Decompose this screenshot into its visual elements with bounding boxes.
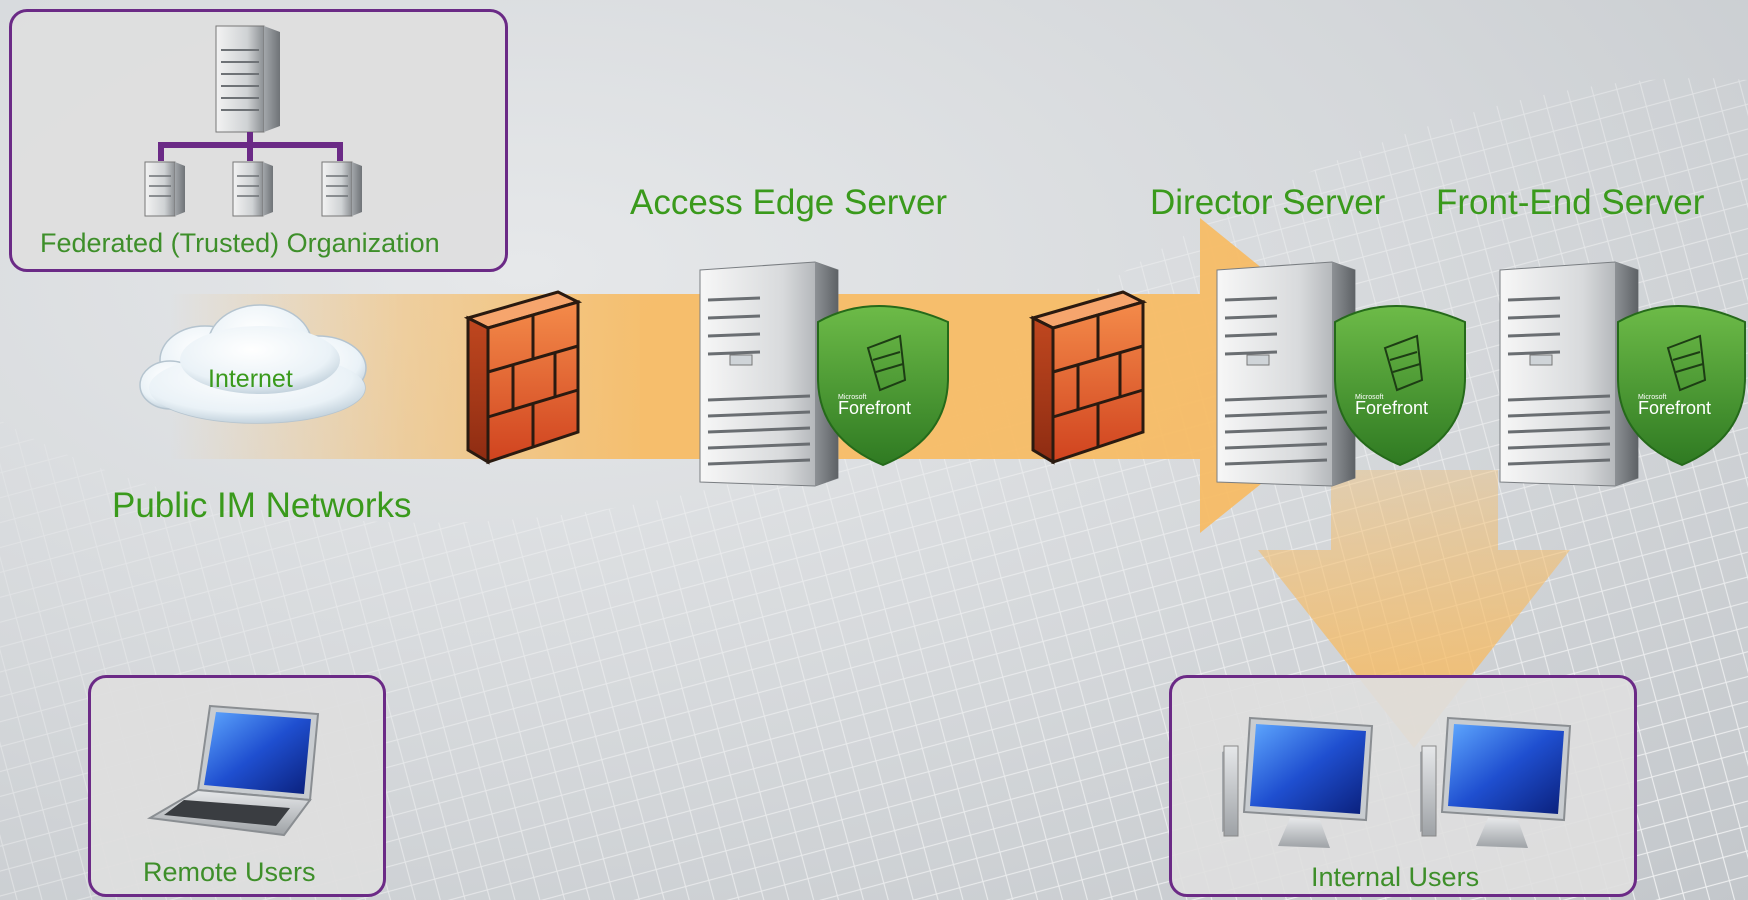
front-end-server-label: Front-End Server [1436,183,1705,222]
server-icon [321,161,362,217]
public-im-networks-label: Public IM Networks [112,486,412,525]
firewall-icon [463,290,583,465]
firewall-icon [1028,290,1148,465]
forefront-small-text: Microsoft [1355,394,1383,401]
director-server-label: Director Server [1150,183,1386,222]
access-edge-server: Microsoft Forefront [699,261,949,487]
forefront-small-text: Microsoft [838,394,866,401]
forefront-shield-icon: Microsoft Forefront [817,305,949,467]
internet-label: Internet [208,365,293,393]
access-edge-server-label: Access Edge Server [630,183,948,222]
forefront-text: Forefront [1638,398,1711,418]
forefront-shield-icon: Microsoft Forefront [1334,305,1466,467]
forefront-shield-icon: Microsoft Forefront [1617,305,1746,467]
forefront-small-text: Microsoft [1638,394,1666,401]
front-end-server: Microsoft Forefront [1499,261,1746,487]
federated-org-label: Federated (Trusted) Organization [40,228,440,258]
desktop-icon [1420,716,1572,848]
remote-users-label: Remote Users [143,857,316,887]
flow-arrow-down [1258,470,1570,748]
server-icon [215,25,280,133]
forefront-text: Forefront [1355,398,1428,418]
server-icon [144,161,185,217]
server-icon [232,161,273,217]
internal-users-label: Internal Users [1311,862,1480,892]
org-tree-connector [158,132,343,161]
forefront-text: Forefront [838,398,911,418]
desktop-icon [1222,716,1374,848]
director-server: Microsoft Forefront [1216,261,1466,487]
